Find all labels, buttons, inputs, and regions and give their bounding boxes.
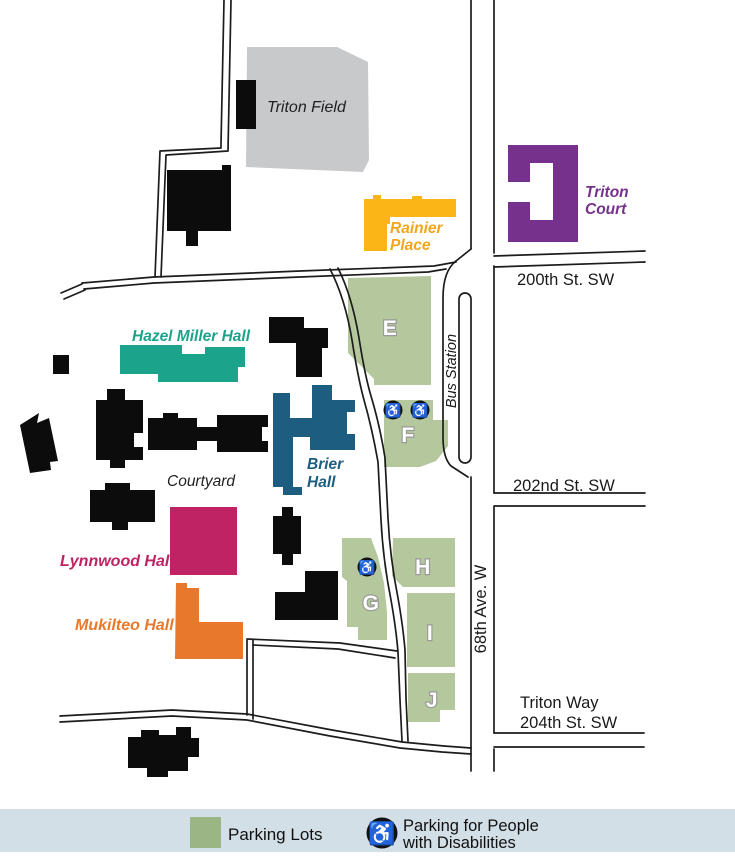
parking-lot-j [408,673,455,722]
bus-station-label: Bus Station [444,334,460,408]
road-campus-north-south-a [329,268,403,742]
lot-e-label: E [383,317,398,340]
lot-letters: E F G H I J [361,316,438,713]
accessible-parking-icons: ♿ ♿ ♿ [357,400,430,577]
svg-text:♿: ♿ [359,559,376,575]
street-label-202nd: 202nd St. SW [513,477,615,495]
road-west-fork-b [63,289,86,300]
wheelchair-icon: ♿ [357,557,377,577]
building-at-field [236,80,256,129]
brier-hall-label-line2: Hall [307,474,336,491]
building-southwest [90,483,155,530]
street-label-200th: 200th St. SW [517,271,615,289]
street-label-68th-ave: 68th Ave. W [472,564,490,653]
parking-lot-i [407,593,455,667]
south-road-b [59,715,472,755]
building-south-bottom [128,727,199,777]
legend-parking-label: Parking Lots [228,825,323,844]
triton-field-label: Triton Field [267,99,347,116]
triton-field-area [246,47,369,172]
parking-lot-h [392,538,455,587]
mukilteo-hall-label: Mukilteo Hall [75,617,174,634]
lot-g-label: G [363,592,380,615]
building-center-tall [96,389,143,468]
svg-text:♿: ♿ [368,821,395,846]
building-center-long [148,413,268,452]
parking-lot-f [384,400,448,467]
rainier-place-label-line1: Rainier [390,220,444,237]
lot-i-label: I [427,622,433,645]
building-southeast-l [275,571,338,620]
lot-h-label: H [415,556,431,579]
road-campus-north-south-b [337,267,409,742]
legend-disability-label-line2: with Disabilities [402,834,516,852]
svg-text:♿: ♿ [412,402,429,418]
lynnwood-hall-building [170,507,237,575]
road-campus-east-west-b [83,268,447,290]
triton-court-label-line1: Triton [585,184,629,201]
street-label-204th: 204th St. SW [520,714,618,732]
200th-st-line-b [493,261,646,268]
road-network [59,0,646,772]
map-labels: Triton Field Rainier Place Triton Court … [60,99,629,732]
building-west-blob [20,413,58,473]
south-cross-road-b [252,644,396,659]
bus-loop-island [458,292,472,464]
named-halls [120,145,578,659]
wheelchair-icon: ♿ [410,400,430,420]
lot-j-label: J [426,689,438,712]
brier-hall-building [273,385,355,495]
200th-st-line-a [493,250,646,257]
lynnwood-hall-label: Lynnwood Hall [60,553,174,570]
hazel-miller-hall-label: Hazel Miller Hall [132,328,251,345]
campus-buildings [20,80,338,777]
parking-lot-g [342,538,387,640]
mukilteo-hall-building [175,583,243,659]
south-cross-road-a [246,638,398,652]
legend-parking-swatch [190,817,221,848]
triton-court-building [508,145,578,242]
parking-lot-e [348,276,431,385]
triton-court-label-line2: Court [585,201,627,218]
street-label-triton-way: Triton Way [520,694,599,712]
lot-f-label: F [401,424,414,447]
wheelchair-icon: ♿ [366,817,398,849]
road-north-campus-outer [154,0,225,278]
brier-hall-label-line1: Brier [307,456,344,473]
road-campus-east-west-a [81,261,457,284]
road-west-fork-a [60,283,83,294]
68th-ave-connector [455,248,472,262]
road-north-campus-inner [160,0,232,278]
svg-text:♿: ♿ [385,402,402,418]
wheelchair-icon: ♿ [383,400,403,420]
legend-disability-label-line1: Parking for People [403,817,539,835]
bus-loop-outer [442,260,469,478]
courtyard-label: Courtyard [167,473,236,490]
building-north-of-brier [269,317,328,377]
hazel-miller-hall-building [120,345,245,382]
south-road-a [59,709,472,749]
building-northwest [167,165,231,246]
building-small-west [53,355,69,374]
rainier-place-building [364,195,456,251]
building-mid-south [273,507,301,565]
rainier-place-label-line2: Place [390,237,431,254]
legend: Parking Lots ♿ Parking for People with D… [0,809,735,852]
